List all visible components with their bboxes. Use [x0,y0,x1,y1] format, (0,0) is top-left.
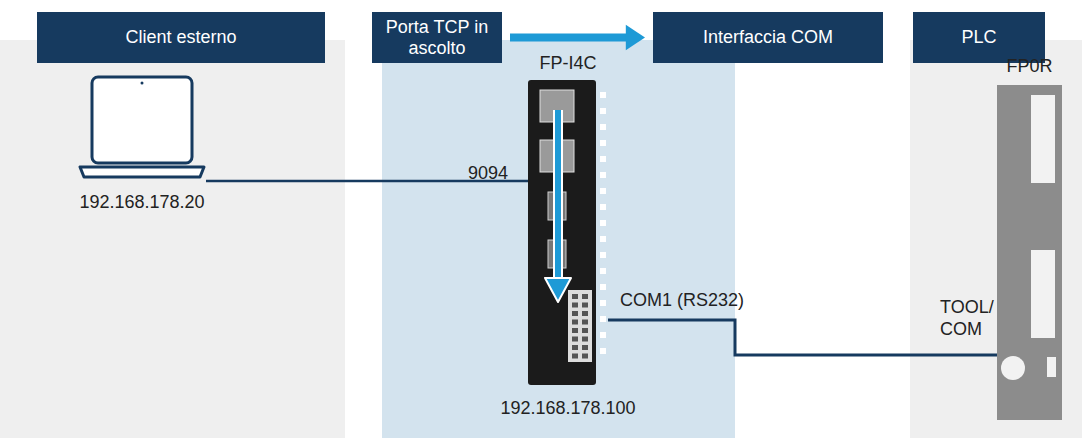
device-label: FP0R [910,55,1082,77]
device-label: 192.168.178.100 [448,397,688,419]
header-text: Client esterno [125,27,236,48]
circle-shape [141,82,144,85]
rect-shape [600,92,606,98]
plc-device: FP0R [997,85,1062,420]
plc-illustration [997,85,1062,420]
gateway-device: FP-I4C192.168.178.100 [528,80,608,385]
arrow-head [626,25,645,51]
port-number: 9094 [468,162,508,184]
rect-shape [1047,357,1056,377]
path-shape [545,278,571,302]
line-shape [555,110,561,280]
rect-shape [1031,250,1055,338]
rect-shape [582,303,588,308]
connector [608,320,997,355]
rect-shape [600,316,606,322]
rect-shape [572,303,578,308]
rect-shape [582,345,588,350]
rect-shape [1031,95,1055,183]
rect-shape [600,268,606,274]
rect-shape [600,300,606,306]
header-text: Porta TCP in ascolto [380,17,494,59]
column-header: Client esterno [37,12,325,63]
rect-shape [582,337,588,342]
connector-line [510,34,627,42]
circle-shape [1001,356,1025,380]
connector-line [608,320,997,355]
rect-shape [582,311,588,316]
rect-shape [582,328,588,333]
rect-shape [572,320,578,325]
rect-shape [600,236,606,242]
device-label: FP-I4C [448,52,688,74]
rect-shape [600,188,606,194]
rect-shape [600,204,606,210]
rect-shape [92,77,192,163]
rect-shape [528,80,596,385]
laptop-client: 192.168.178.20 [78,75,206,179]
rect-shape [600,284,606,290]
laptop-icon [78,75,206,179]
header-text: Interfaccia COM [703,27,833,48]
rect-shape [600,172,606,178]
device-label: 192.168.178.20 [22,191,262,213]
rect-shape [600,156,606,162]
rect-shape [600,252,606,258]
rect-shape [572,345,578,350]
rect-shape [582,320,588,325]
rect-shape [572,294,578,299]
rect-shape [572,354,578,359]
line-shape [553,110,563,280]
column-header: Porta TCP in ascolto [372,12,502,63]
path-shape [80,167,204,177]
rect-shape [600,124,606,130]
port-label: TOOL/ COM [940,296,998,340]
rect-shape [600,220,606,226]
column-header: PLC [913,12,1045,63]
column-header: Interfaccia COM [653,12,883,63]
rect-shape [572,337,578,342]
header-text: PLC [961,27,996,48]
rect-shape [997,85,1062,420]
rect-shape [582,294,588,299]
rect-shape [572,328,578,333]
rect-shape [600,140,606,146]
rect-shape [600,332,606,338]
interface-label: COM1 (RS232) [620,289,744,311]
rect-shape [568,290,592,362]
rect-shape [582,354,588,359]
gateway-illustration [528,80,608,385]
rect-shape [572,311,578,316]
connector [510,25,645,51]
rect-shape [600,348,606,354]
rect-shape [600,108,606,114]
